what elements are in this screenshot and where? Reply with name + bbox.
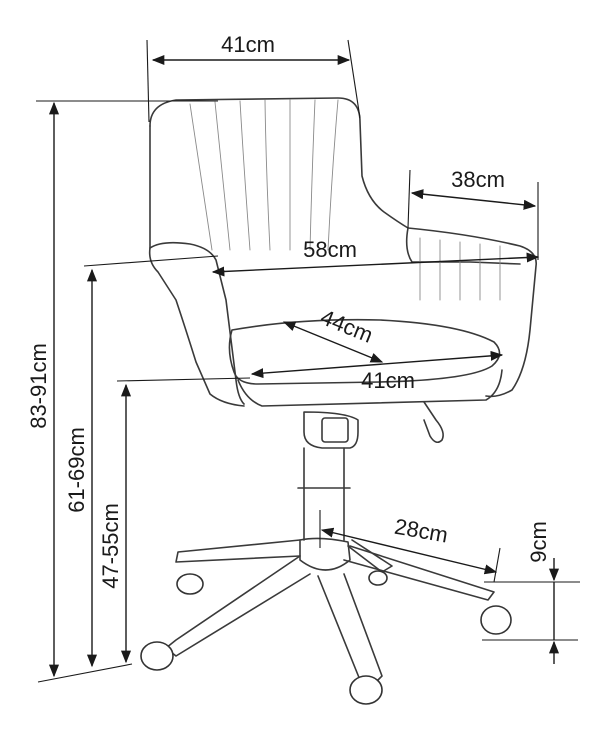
armrest-channels (419, 237, 501, 301)
label-overall-width: 58cm (303, 237, 357, 262)
dimension-seat-width: 41cm (250, 350, 504, 393)
dimension-armrest-height: 61-69cm (64, 255, 219, 668)
dimension-overall-height: 83-91cm (26, 100, 218, 683)
right-armrest (407, 227, 537, 398)
dimension-seat-depth: 44cm (282, 304, 384, 363)
gas-lift (303, 447, 345, 541)
label-top-width: 41cm (221, 32, 275, 57)
dimension-top-width: 41cm (146, 32, 361, 123)
label-armrest-height: 61-69cm (64, 427, 89, 513)
seat-mechanism (303, 411, 359, 449)
label-base-radius: 28cm (393, 514, 450, 548)
left-armrest (149, 241, 245, 405)
dimension-base-radius: 28cm (319, 510, 501, 583)
label-overall-height: 83-91cm (26, 343, 51, 429)
backrest-outline (149, 97, 409, 229)
label-seat-height: 47-55cm (98, 503, 123, 589)
height-lever (423, 401, 444, 444)
label-wheel-height: 9cm (526, 521, 551, 563)
label-armrest-depth: 38cm (451, 167, 505, 192)
dimension-seat-height: 47-55cm (98, 377, 251, 664)
dimension-armrest-depth: 38cm (407, 167, 539, 260)
label-seat-width: 41cm (361, 368, 415, 393)
label-seat-depth: 44cm (317, 304, 376, 347)
dimension-overall-width: 58cm (211, 237, 540, 277)
dimension-wheel-height: 9cm (482, 521, 580, 664)
backrest-channels (189, 99, 339, 251)
